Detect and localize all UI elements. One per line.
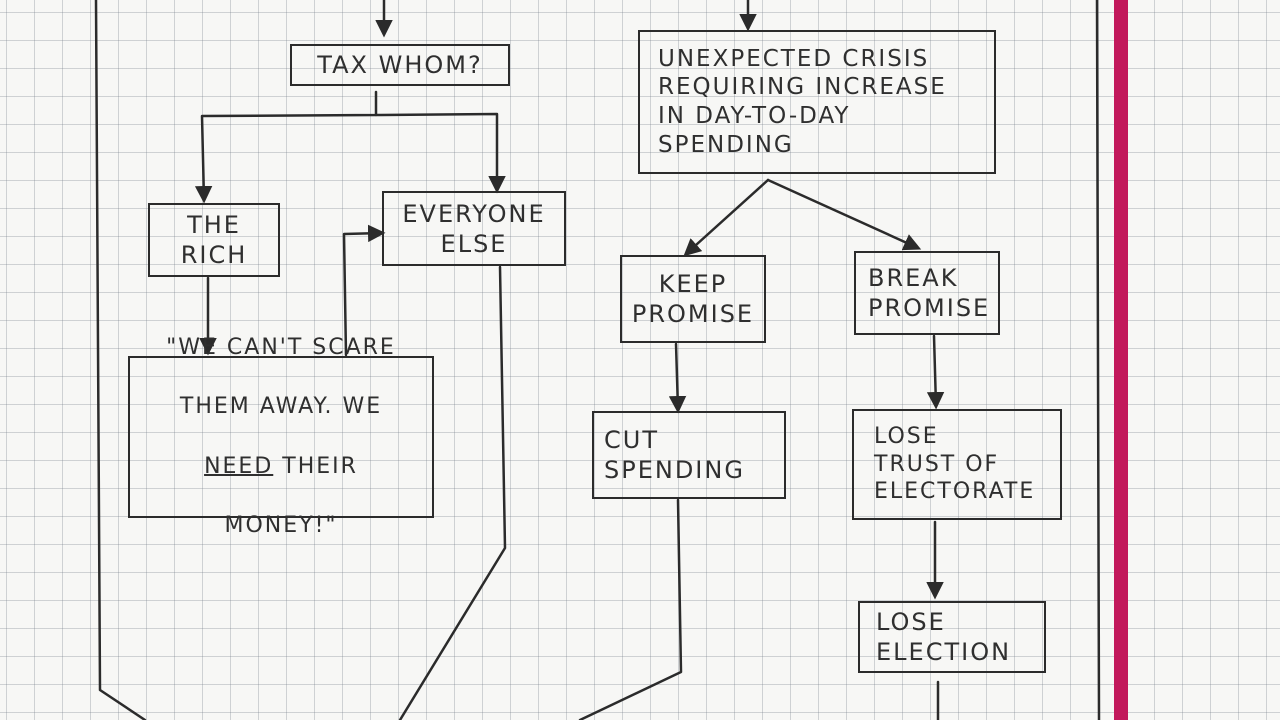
quote-need-emphasis: NEED xyxy=(204,453,274,479)
node-lose-trust: LOSE TRUST OF ELECTORATE xyxy=(852,409,1062,520)
cut-spending-down-line xyxy=(578,498,683,720)
quote-line-2: THEM AWAY. WE xyxy=(179,394,383,420)
quote-line-4: MONEY!" xyxy=(224,513,338,539)
red-margin-line xyxy=(1114,0,1128,720)
node-everyone-else: EVERYONE ELSE xyxy=(382,191,566,266)
quote-line-3-rest: THEIR xyxy=(273,453,358,479)
left-outer-line xyxy=(94,0,147,720)
node-cut-spending: CUT SPENDING xyxy=(592,411,786,499)
node-unexpected-crisis: UNEXPECTED CRISIS REQUIRING INCREASE IN … xyxy=(638,30,996,174)
node-tax-whom: TAX WHOM? xyxy=(290,44,510,86)
keep-to-cut-arrow xyxy=(668,342,687,414)
node-keep-promise: KEEP PROMISE xyxy=(620,255,766,343)
quote-to-everyone-arrow xyxy=(342,224,386,357)
node-scare-quote: "WE CAN'T SCARE THEM AWAY. WE NEED THEIR… xyxy=(128,335,434,538)
node-lose-election: LOSE ELECTION xyxy=(858,601,1046,673)
right-outer-line xyxy=(1095,0,1101,720)
everyone-else-down-line xyxy=(398,265,507,720)
node-the-rich: THE RICH xyxy=(148,203,280,277)
quote-line-1: "WE CAN'T SCARE xyxy=(166,335,396,361)
node-break-promise: BREAK PROMISE xyxy=(854,251,1000,335)
crisis-to-keep-arrow xyxy=(683,178,770,257)
crisis-to-break-arrow xyxy=(766,178,922,251)
break-to-trust-arrow xyxy=(926,334,945,410)
tax-whom-to-everyone xyxy=(374,112,506,194)
tax-whom-stem xyxy=(194,90,378,204)
